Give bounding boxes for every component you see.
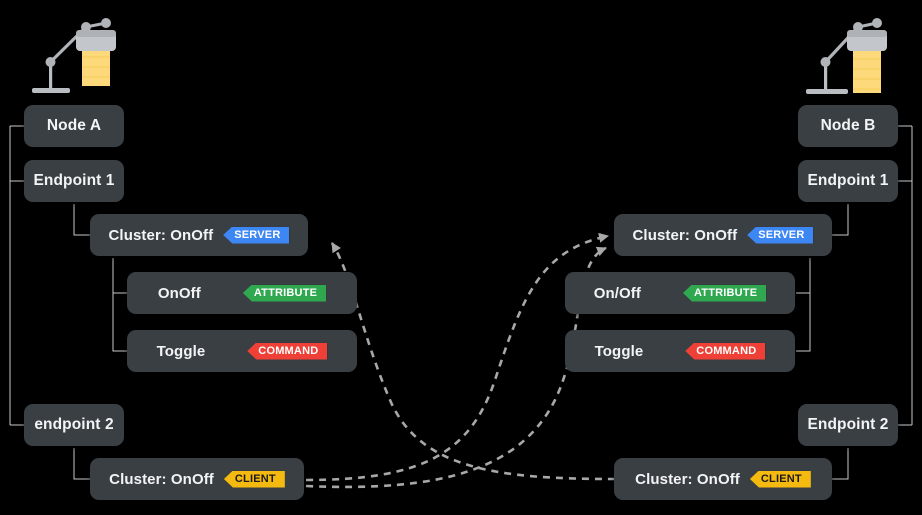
right-endpoint-1-label: Endpoint 1 xyxy=(807,172,889,189)
left-command-row[interactable]: Toggle COMMAND xyxy=(127,330,357,372)
right-command-row[interactable]: Toggle COMMAND xyxy=(565,330,795,372)
right-attribute-row[interactable]: On/Off ATTRIBUTE xyxy=(565,272,795,314)
node-b-label: Node B xyxy=(820,117,876,134)
left-command-label: Toggle xyxy=(156,342,206,360)
badge-attribute-left: ATTRIBUTE xyxy=(242,284,327,302)
left-cluster-client-label: Cluster: OnOff xyxy=(109,470,214,488)
badge-server-left: SERVER xyxy=(223,226,290,244)
right-cluster-server-label: Cluster: OnOff xyxy=(632,226,738,244)
node-a-box[interactable]: Node A xyxy=(24,105,124,147)
right-attribute-label: On/Off xyxy=(593,284,641,302)
right-cluster-client-label: Cluster: OnOff xyxy=(635,470,740,488)
right-command-label: Toggle xyxy=(594,342,644,360)
desk-lamp-icon-right xyxy=(806,18,887,94)
left-endpoint-1-label: Endpoint 1 xyxy=(33,172,115,189)
right-cluster-onoff-client-box[interactable]: Cluster: OnOff CLIENT xyxy=(614,458,832,500)
left-attribute-label: OnOff xyxy=(157,284,201,302)
badge-command-left: COMMAND xyxy=(247,342,328,360)
node-a-label: Node A xyxy=(46,117,102,134)
badge-server-right: SERVER xyxy=(747,226,814,244)
desk-lamp-icon-left xyxy=(32,18,116,93)
right-endpoint-1-box[interactable]: Endpoint 1 xyxy=(798,160,898,202)
left-endpoint-2-label: endpoint 2 xyxy=(34,416,114,433)
left-cluster-server-label: Cluster: OnOff xyxy=(108,226,214,244)
right-endpoint-2-box[interactable]: Endpoint 2 xyxy=(798,404,898,446)
left-endpoint-1-box[interactable]: Endpoint 1 xyxy=(24,160,124,202)
left-attribute-row[interactable]: OnOff ATTRIBUTE xyxy=(127,272,357,314)
left-endpoint-2-box[interactable]: endpoint 2 xyxy=(24,404,124,446)
left-cluster-onoff-server-box[interactable]: Cluster: OnOff SERVER xyxy=(90,214,308,256)
badge-command-right: COMMAND xyxy=(685,342,766,360)
right-cluster-onoff-server-box[interactable]: Cluster: OnOff SERVER xyxy=(614,214,832,256)
badge-client-left: CLIENT xyxy=(223,470,285,488)
badge-client-right: CLIENT xyxy=(749,470,811,488)
badge-attribute-right: ATTRIBUTE xyxy=(682,284,767,302)
right-endpoint-2-label: Endpoint 2 xyxy=(807,416,889,433)
node-b-box[interactable]: Node B xyxy=(798,105,898,147)
left-cluster-onoff-client-box[interactable]: Cluster: OnOff CLIENT xyxy=(90,458,304,500)
